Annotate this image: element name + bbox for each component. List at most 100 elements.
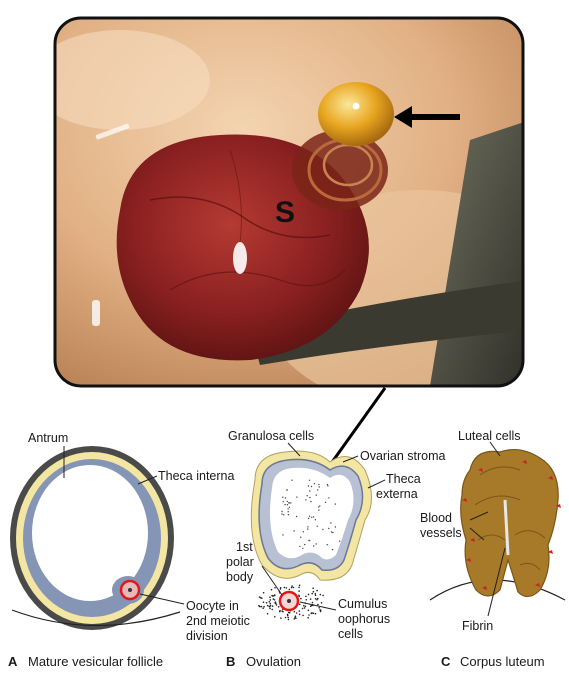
stipple-dot — [260, 605, 263, 608]
stipple-dot — [279, 587, 282, 589]
stipple-dot — [273, 599, 276, 601]
label-cumulus-2: oophorus — [338, 612, 390, 626]
stipple-dot — [293, 610, 296, 613]
stipple-dot — [313, 483, 316, 485]
stipple-dot — [315, 543, 317, 545]
stipple-dot — [294, 616, 296, 619]
blood-vessel-mark — [470, 538, 475, 542]
light-reflection — [233, 242, 247, 274]
stipple-dot — [314, 593, 317, 595]
stipple-dot — [269, 599, 272, 601]
stipple-dot — [303, 607, 306, 609]
stipple-dot — [317, 506, 320, 508]
stipple-dot — [288, 502, 290, 504]
stipple-dot — [286, 614, 289, 617]
stipple-dot — [288, 588, 291, 591]
stipple-dot — [307, 485, 310, 487]
stipple-dot — [312, 590, 315, 593]
stipple-dot — [287, 618, 290, 621]
stipple-dot — [271, 608, 274, 611]
stipple-dot — [324, 501, 327, 504]
label-polar-2: polar — [226, 555, 254, 569]
stipple-dot — [338, 540, 341, 542]
photo-arrow-head — [394, 106, 412, 128]
instrument-lower — [250, 280, 523, 365]
stipple-dot — [299, 545, 301, 548]
stipple-dot — [280, 617, 282, 619]
stipple-dot — [319, 593, 322, 596]
blood-vessel-mark — [548, 550, 553, 554]
follicle-highlight — [352, 102, 360, 110]
panel-a-letter: A — [8, 654, 18, 669]
stipple-dot — [283, 514, 285, 516]
label-fibrin: Fibrin — [462, 619, 493, 633]
stipple-dot — [307, 526, 309, 528]
antrum-space — [32, 465, 148, 601]
stipple-dot — [334, 526, 337, 528]
panel-c-caption: Corpus luteum — [460, 654, 545, 669]
vessel-line — [169, 269, 346, 291]
stipple-dot — [322, 594, 324, 597]
panel-c-corpus-luteum: Luteal cells Blood vessels Fibrin C Corp… — [420, 429, 566, 669]
stipple-dot — [308, 479, 311, 481]
stipple-dot — [291, 479, 293, 481]
stipple-dot — [308, 539, 311, 542]
blood-vessel-mark — [556, 504, 561, 508]
light-reflection — [95, 123, 130, 140]
stipple-dot — [318, 509, 320, 511]
stipple-dot — [305, 499, 307, 501]
stipple-dot — [298, 603, 301, 606]
stipple-dot — [295, 515, 298, 518]
blood-vessel-marks — [462, 460, 561, 590]
stipple-dot — [330, 522, 332, 524]
luteal-mass — [460, 448, 559, 598]
label-oocyte-1: Oocyte in — [186, 599, 239, 613]
stipple-dot — [287, 514, 290, 516]
blood-vessel-mark — [522, 460, 527, 464]
stipple-dot — [265, 602, 268, 604]
stipple-dot — [269, 604, 272, 607]
stipple-dot — [319, 610, 322, 613]
stipple-dot — [261, 597, 263, 599]
blood-vessel-mark — [466, 558, 471, 562]
stipple-dot — [301, 607, 304, 610]
leader-blood-vessels-2 — [469, 527, 485, 541]
tissue-highlight — [55, 30, 210, 130]
stipple-dot — [298, 594, 300, 597]
stipple-dot — [269, 602, 272, 605]
stipple-dot — [286, 613, 289, 616]
stipple-dot — [309, 496, 311, 499]
stipple-dot — [298, 610, 301, 612]
stipple-dot — [303, 604, 305, 607]
stipple-dot — [300, 597, 302, 600]
label-oocyte-3: division — [186, 629, 228, 643]
stipple-dot — [293, 618, 296, 620]
stipple-dot — [316, 598, 318, 601]
stipple-dot — [271, 594, 273, 597]
stipple-dot — [304, 543, 306, 546]
stipple-dot — [307, 593, 310, 596]
label-antrum: Antrum — [28, 431, 68, 445]
stipple-dot — [310, 500, 312, 503]
stipple-dot — [270, 588, 273, 591]
stipple-dot — [314, 612, 317, 615]
stipple-dot — [307, 528, 309, 530]
stipple-dot — [275, 604, 278, 606]
stipple-dot — [298, 584, 301, 587]
fibrin-core — [503, 499, 510, 556]
stipple-dot — [327, 485, 329, 487]
blood-vessel-mark — [535, 583, 540, 587]
stipple-dot — [311, 516, 313, 518]
collapsing-antrum — [270, 467, 354, 560]
label-polar-3: body — [226, 570, 254, 584]
panel-a-follicle: Antrum Theca interna Oocyte in 2nd meiot… — [8, 431, 250, 669]
stipple-dot — [274, 602, 276, 604]
stipple-dot — [332, 531, 334, 534]
stipple-dot — [312, 612, 315, 615]
leader-theca-externa — [367, 479, 386, 489]
ovary-surface-line — [11, 609, 181, 627]
stipple-dot — [286, 489, 288, 491]
stipple-dot — [309, 598, 312, 600]
stipple-dot — [273, 594, 276, 597]
